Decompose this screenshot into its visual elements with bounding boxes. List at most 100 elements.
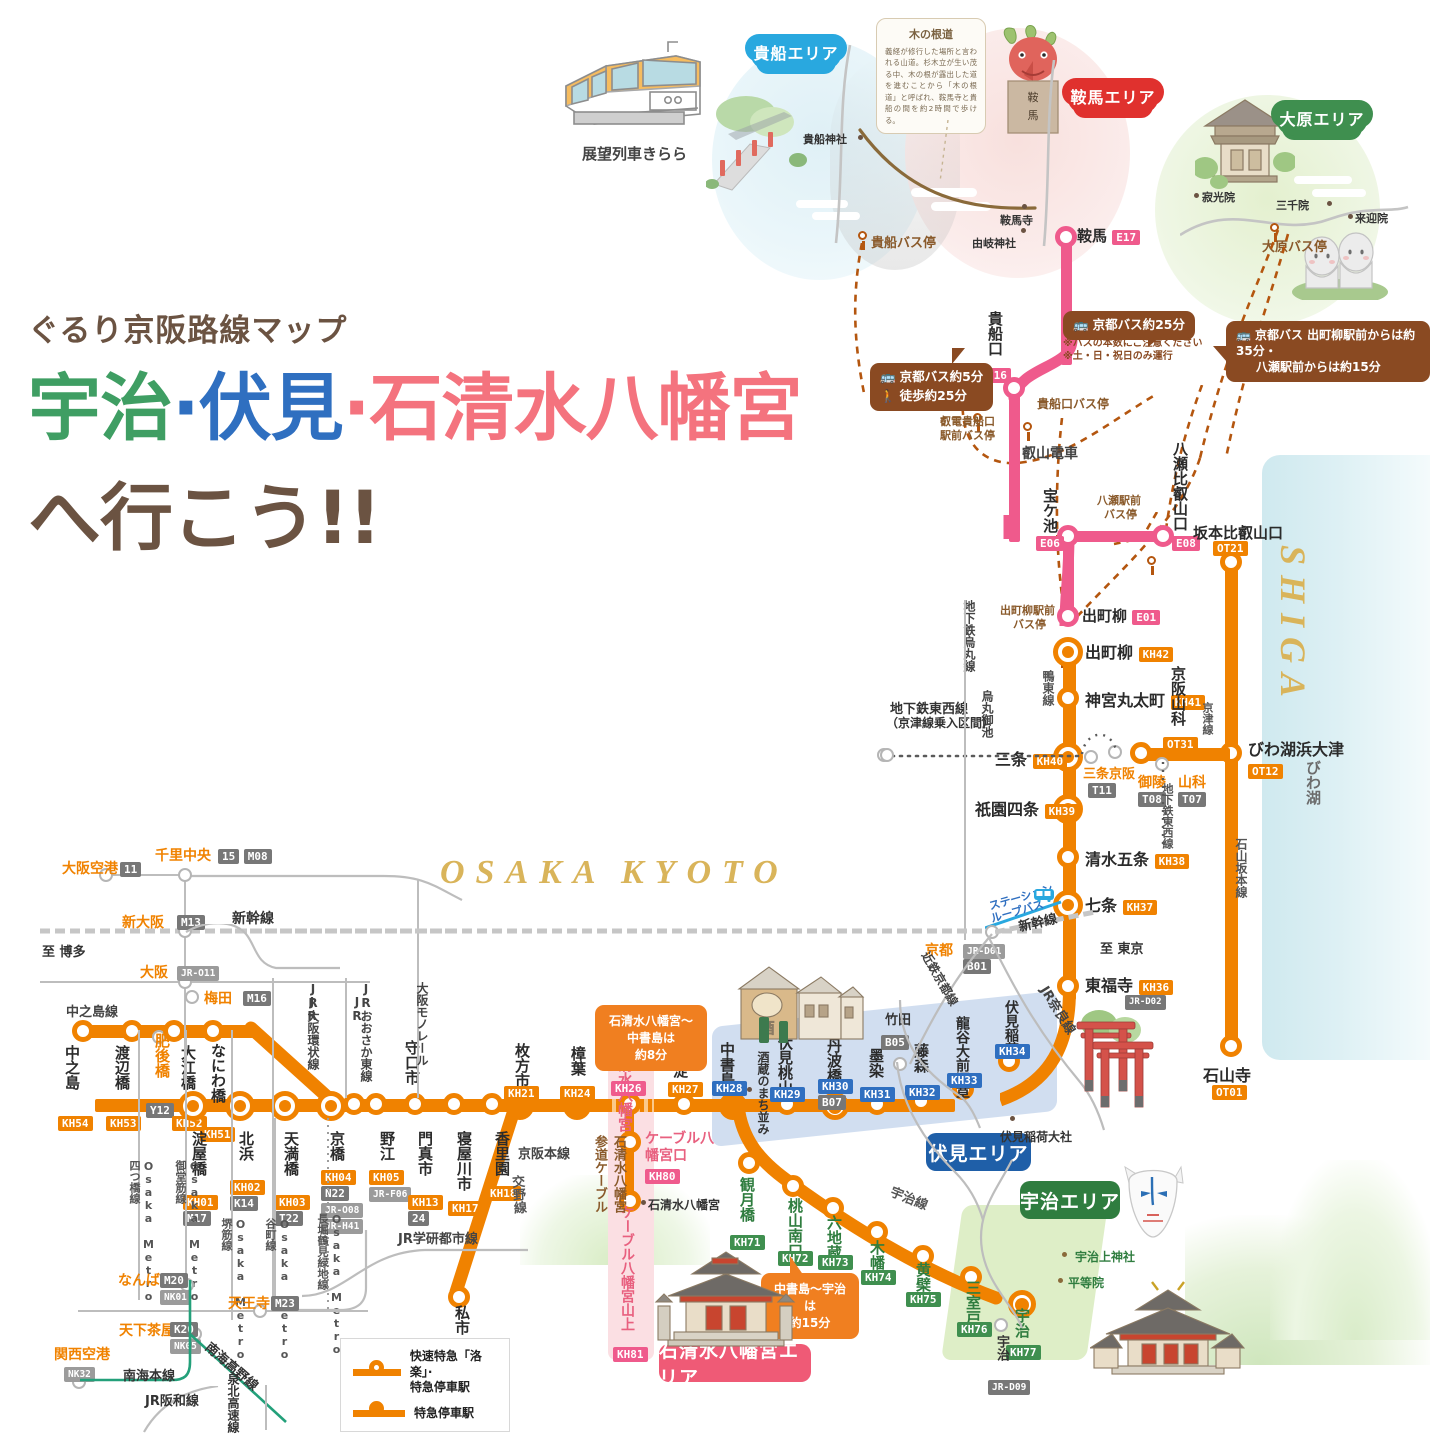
poi-jakkoin: 寂光院 xyxy=(1202,191,1235,204)
bottom-loop-line xyxy=(78,1310,368,1312)
station-code-cable-guchi-wrap: KH80 xyxy=(645,1167,680,1185)
station-umeda[interactable] xyxy=(185,990,199,1004)
station-naniwabashi[interactable] xyxy=(202,1020,224,1042)
station-label-kurama: 鞍馬 E17 xyxy=(1077,225,1141,246)
station-oebashi[interactable] xyxy=(163,1020,185,1042)
station-kitahama[interactable] xyxy=(225,1091,255,1121)
station-sanjo-keihan-subway[interactable] xyxy=(1084,750,1098,764)
legend-dot-filled xyxy=(369,1401,384,1417)
station-cable-hachimangu-guchi[interactable] xyxy=(619,1131,641,1153)
station-code-obaku-wrap: KH75 xyxy=(906,1290,941,1308)
line-label-jr-kobe: JR xyxy=(305,995,319,1023)
station-yase-hieizanguchi[interactable] xyxy=(1152,525,1174,547)
station-kisaichi[interactable] xyxy=(448,1286,470,1308)
station-ishiyamadera[interactable] xyxy=(1220,1035,1242,1057)
station-name-keihan-yamashina: 京阪山科 xyxy=(1169,666,1187,726)
station-code-kansai-airport-wrap: NK32 xyxy=(64,1364,95,1382)
station-code-yase: E08 xyxy=(1172,536,1200,551)
station-code-sumizome: KH31 xyxy=(860,1087,895,1102)
station-name-osaka: 大阪 xyxy=(140,965,168,981)
station-shichijo[interactable] xyxy=(1053,890,1083,920)
poi-dot-sake xyxy=(747,1087,752,1092)
station-watanabebashi[interactable] xyxy=(121,1020,143,1042)
legend-row-express: 特急停車駅 xyxy=(353,1401,497,1422)
poi-iwashimizu-hachimangu: 石清水八幡宮 xyxy=(648,1198,721,1212)
station-cable-hachimangu-sanjo[interactable] xyxy=(619,1190,641,1212)
callout-text-walk-25: 徒歩約25分 xyxy=(899,387,967,403)
station-neyagawashi[interactable] xyxy=(443,1093,465,1115)
poi-dot-kurama-dera xyxy=(1022,204,1027,209)
station-name-kiyomizu-gojo: 清水五条 xyxy=(1085,850,1150,869)
station-takeda[interactable] xyxy=(893,1057,907,1071)
station-tozai-west-end[interactable] xyxy=(880,748,894,762)
line-label-oto: 鴨東線 xyxy=(1041,670,1055,706)
station-temmabashi[interactable] xyxy=(270,1091,300,1121)
station-keihan-yamashina[interactable] xyxy=(1130,742,1152,764)
legend-dot-double xyxy=(369,1359,384,1375)
station-code-kyobashi-wrap: KH04 xyxy=(321,1168,356,1186)
station-demachiyanagi-eiden[interactable] xyxy=(1057,605,1079,627)
bus-stop-pin-kibune[interactable] xyxy=(858,231,867,250)
station-name-sanjo-keihan: 三条京阪 xyxy=(1083,767,1136,782)
station-rokujizo[interactable] xyxy=(822,1197,844,1219)
station-kyobashi[interactable] xyxy=(316,1091,346,1121)
station-uji[interactable] xyxy=(1008,1290,1036,1318)
callout-text-ohara-l2: 八瀬駅前からは約15分 xyxy=(1256,360,1381,375)
station-code-yamashina-wrap: T07 xyxy=(1178,790,1206,808)
biwako-hamaotsu-text: びわ湖浜大津 xyxy=(1248,740,1345,759)
bus-stop-label-yase-l2: バス停 xyxy=(1104,508,1137,521)
station-kangetsukyo[interactable] xyxy=(738,1152,760,1174)
station-name-jingu-marutamachi: 神宮丸太町 xyxy=(1085,691,1166,710)
jr-osaka-higashi-line xyxy=(345,978,347,1098)
region-label-kyoto: KYOTO xyxy=(621,854,789,891)
svg-text:馬: 馬 xyxy=(1028,109,1039,122)
station-label-sanjo: 三条 KH40 xyxy=(995,746,1068,770)
station-tofukuji[interactable] xyxy=(1057,975,1079,997)
station-momoyama-minamiguchi[interactable] xyxy=(782,1175,804,1197)
station-code-kangetsukyo: KH71 xyxy=(730,1235,765,1250)
station-code-sakamoto-wrap: OT21 xyxy=(1213,539,1248,557)
station-jingu-marutamachi[interactable] xyxy=(1057,687,1079,709)
station-mimuroto[interactable] xyxy=(960,1266,982,1288)
station-name-senri-chuo: 千里中央 xyxy=(155,848,211,864)
station-label-jingu-marutamachi: 神宮丸太町 KH41 xyxy=(1085,687,1206,711)
bus-stop-pin-kibuneguchi[interactable] xyxy=(1023,422,1032,441)
station-kiyomizu-gojo[interactable] xyxy=(1057,846,1079,868)
bus-stop-pin-ohara[interactable] xyxy=(1270,223,1279,242)
station-nakanoshima[interactable] xyxy=(72,1020,94,1042)
station-code-neyagawashi-wrap: KH17 xyxy=(448,1199,483,1217)
callout-uji-l1: 中書島～宇治は xyxy=(773,1282,846,1313)
station-korien[interactable] xyxy=(481,1093,503,1115)
station-noe[interactable] xyxy=(365,1093,387,1115)
line-label-subway-tozai-note: （京津線乗入区間） xyxy=(886,716,995,730)
station-obaku[interactable] xyxy=(912,1245,934,1267)
station-moriguchishi[interactable] xyxy=(343,1093,365,1115)
station-name-korien: 香里園 xyxy=(493,1131,511,1176)
area-label-fushimi: 伏見エリア xyxy=(926,1133,1031,1171)
station-code3-kyobashi: JR-O08 xyxy=(321,1203,364,1218)
station-osaka-airport[interactable] xyxy=(99,868,113,882)
station-senri-chuo[interactable] xyxy=(178,868,192,882)
kinone-trail-path xyxy=(858,120,1037,210)
train-caption: 展望列車きらら xyxy=(582,145,688,163)
station-uji-jr[interactable] xyxy=(994,1318,1008,1332)
kirara-train-illustration xyxy=(565,41,701,125)
station-kurama[interactable] xyxy=(1055,226,1077,248)
station-kowata[interactable] xyxy=(866,1221,888,1243)
station-code-korien-wrap: KH18 xyxy=(486,1184,521,1202)
jr-hanwa-line xyxy=(143,1386,219,1433)
station-name-kyobashi: 京橋 xyxy=(328,1131,346,1161)
station-kadomashi[interactable] xyxy=(404,1093,426,1115)
station-code2-temmabashi-wrap: T22 xyxy=(275,1209,303,1227)
bus-stop-pin-eiden-kibuneguchi[interactable] xyxy=(973,413,982,432)
sake-district-label: 酒蔵のまち並み xyxy=(756,1051,770,1135)
station-code-uji: KH77 xyxy=(1006,1345,1041,1360)
lake-biwa-water xyxy=(1262,455,1430,1060)
station-code-kurama: E17 xyxy=(1112,230,1141,245)
bus-stop-pin-yase[interactable] xyxy=(1147,556,1156,575)
title-hachimangu: 石清水八幡宮 xyxy=(369,366,802,451)
station-tennoji[interactable] xyxy=(253,1304,267,1318)
station-demachiyanagi[interactable] xyxy=(1053,637,1083,667)
station-yodoyabashi[interactable] xyxy=(178,1091,208,1121)
